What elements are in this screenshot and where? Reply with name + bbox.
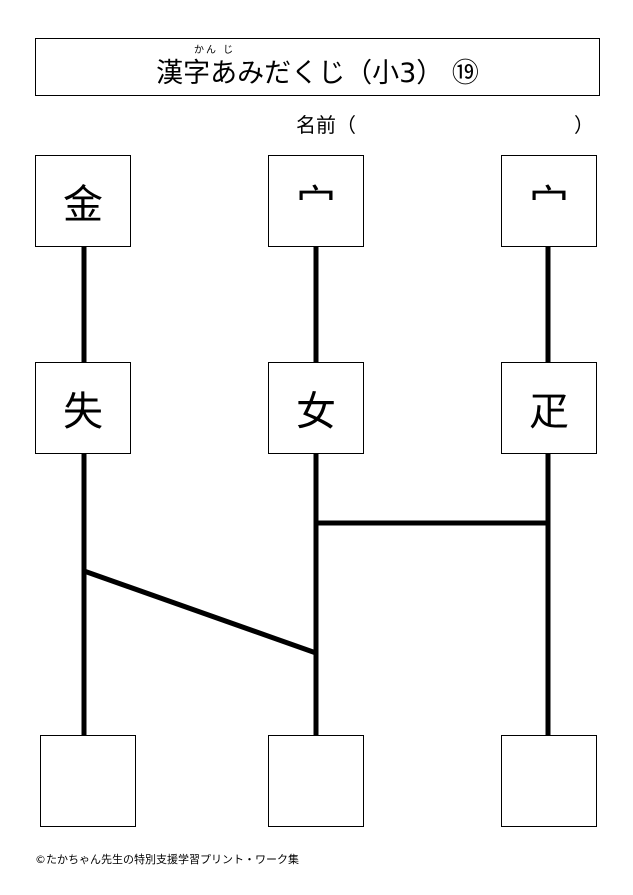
name-label: 名前（: [296, 113, 356, 137]
name-field[interactable]: 名前（ ）: [296, 111, 600, 139]
worksheet-title: 漢字あみだくじ（小3）: [156, 58, 444, 89]
answer-cell-1[interactable]: [40, 735, 136, 827]
top-cell-3: 宀: [501, 155, 597, 247]
middle-cell-3: 疋: [501, 362, 597, 454]
title-box: かん じ 漢字あみだくじ（小3） ⑲: [35, 38, 600, 96]
middle-cell-1: 失: [35, 362, 131, 454]
title-ruby: かん じ: [194, 45, 236, 56]
rung-1-2: [83, 568, 317, 656]
name-close-paren: ）: [574, 113, 594, 137]
answer-cell-2[interactable]: [268, 735, 364, 827]
copyright-footer: ©たかちゃん先生の特別支援学習プリント・ワーク集: [35, 853, 299, 866]
answer-cell-3[interactable]: [501, 735, 597, 827]
title-line: 漢字あみだくじ（小3） ⑲: [36, 59, 599, 89]
middle-cell-2: 女: [268, 362, 364, 454]
worksheet-number: ⑲: [451, 58, 479, 89]
top-cell-1: 金: [35, 155, 131, 247]
top-cell-2: 宀: [268, 155, 364, 247]
